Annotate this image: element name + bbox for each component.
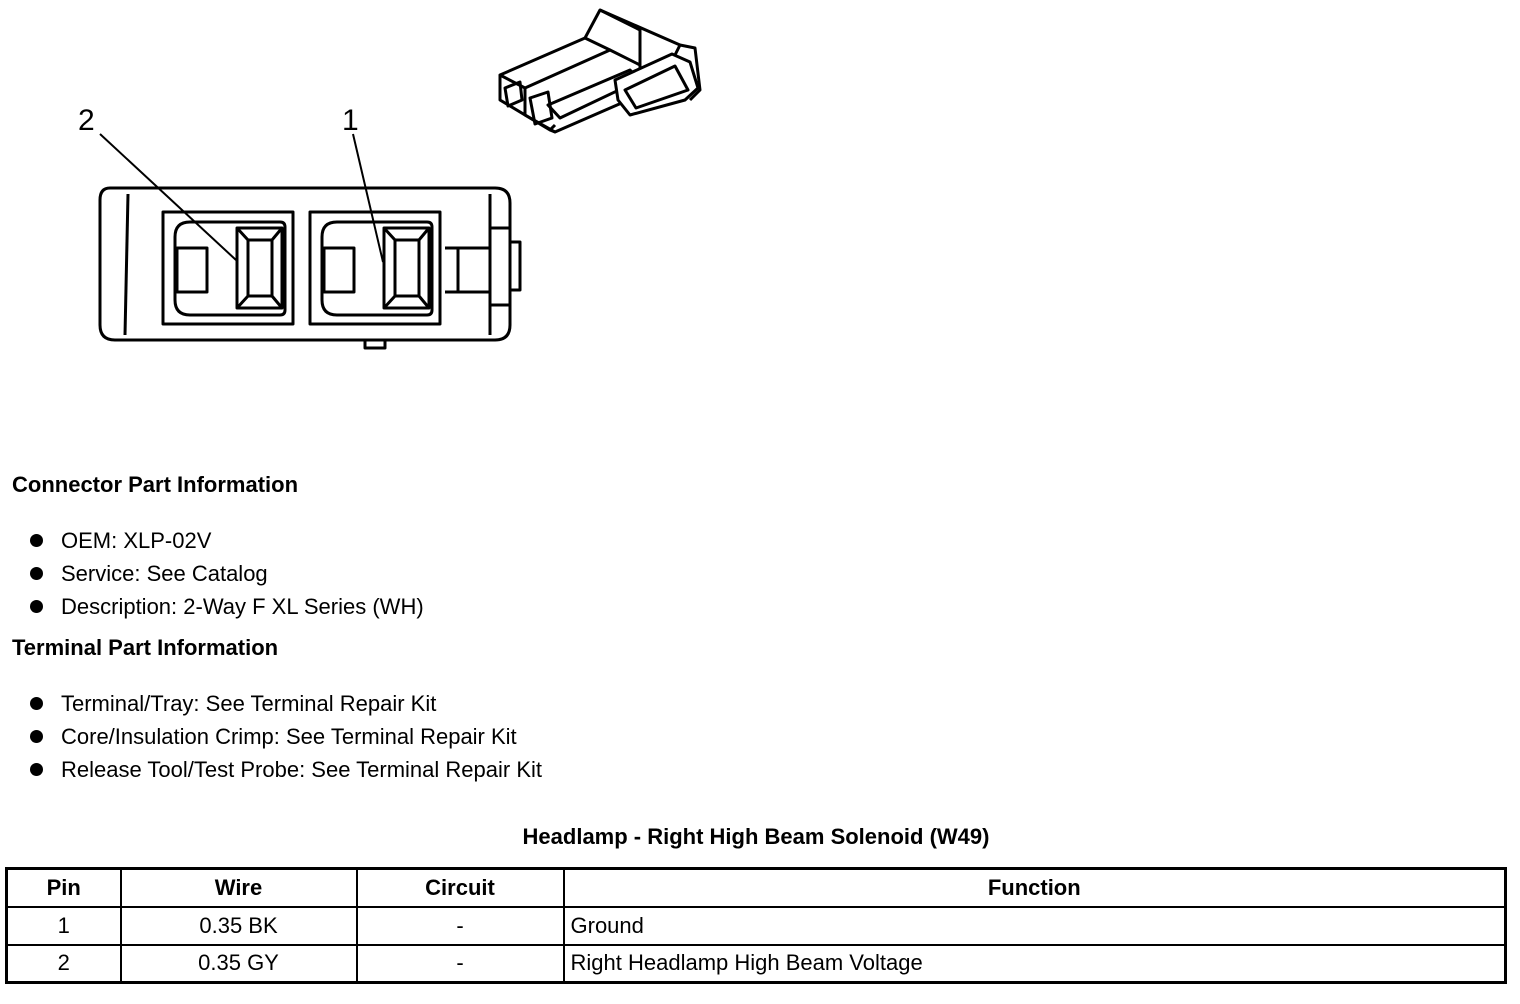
list-item: Service: See Catalog <box>28 557 424 590</box>
pin-2-label: 2 <box>78 104 95 137</box>
cell-circuit: - <box>355 943 565 984</box>
bullet-icon <box>30 567 43 580</box>
terminal-part-info-list: Terminal/Tray: See Terminal Repair Kit C… <box>28 687 542 786</box>
bullet-icon <box>30 697 43 710</box>
connector-part-info-heading: Connector Part Information <box>12 472 299 497</box>
cell-function: Ground <box>562 905 1507 946</box>
list-item: Core/Insulation Crimp: See Terminal Repa… <box>28 720 542 753</box>
connector-3d-view <box>498 8 702 134</box>
list-item: Release Tool/Test Probe: See Terminal Re… <box>28 753 542 786</box>
pin-leader-lines <box>99 133 384 263</box>
cell-wire: 0.35 GY <box>119 943 358 984</box>
cavity-1 <box>308 210 442 326</box>
column-header-wire: Wire <box>119 867 358 908</box>
bullet-icon <box>30 730 43 743</box>
pin-2-leader-line <box>99 133 237 261</box>
pinout-table: Pin Wire Circuit Function 1 0.35 BK - Gr… <box>5 867 1507 984</box>
table-header-row: Pin Wire Circuit Function <box>5 867 1507 908</box>
cell-circuit: - <box>355 905 565 946</box>
cavity-2 <box>161 210 295 326</box>
bullet-icon <box>30 534 43 547</box>
pin-1-leader-line <box>352 133 384 263</box>
table-row: 2 0.35 GY - Right Headlamp High Beam Vol… <box>5 943 1507 984</box>
connector-diagram: 2 1 <box>78 8 702 350</box>
pin-1-label: 1 <box>342 104 359 137</box>
list-item: Description: 2-Way F XL Series (WH) <box>28 590 424 623</box>
cell-function: Right Headlamp High Beam Voltage <box>562 943 1507 984</box>
column-header-circuit: Circuit <box>355 867 565 908</box>
cell-wire: 0.35 BK <box>119 905 358 946</box>
column-header-pin: Pin <box>5 867 122 908</box>
cell-pin: 1 <box>5 905 122 946</box>
terminal-part-info-heading: Terminal Part Information <box>12 635 279 660</box>
list-item: OEM: XLP-02V <box>28 524 424 557</box>
column-header-function: Function <box>562 867 1507 908</box>
cell-pin: 2 <box>5 943 122 984</box>
pinout-table-title: Headlamp - Right High Beam Solenoid (W49… <box>522 824 990 849</box>
table-row: 1 0.35 BK - Ground <box>5 905 1507 946</box>
connector-part-info-list: OEM: XLP-02V Service: See Catalog Descri… <box>28 524 424 623</box>
list-item: Terminal/Tray: See Terminal Repair Kit <box>28 687 542 720</box>
connector-front-view <box>98 186 522 350</box>
bullet-icon <box>30 763 43 776</box>
bullet-icon <box>30 600 43 613</box>
